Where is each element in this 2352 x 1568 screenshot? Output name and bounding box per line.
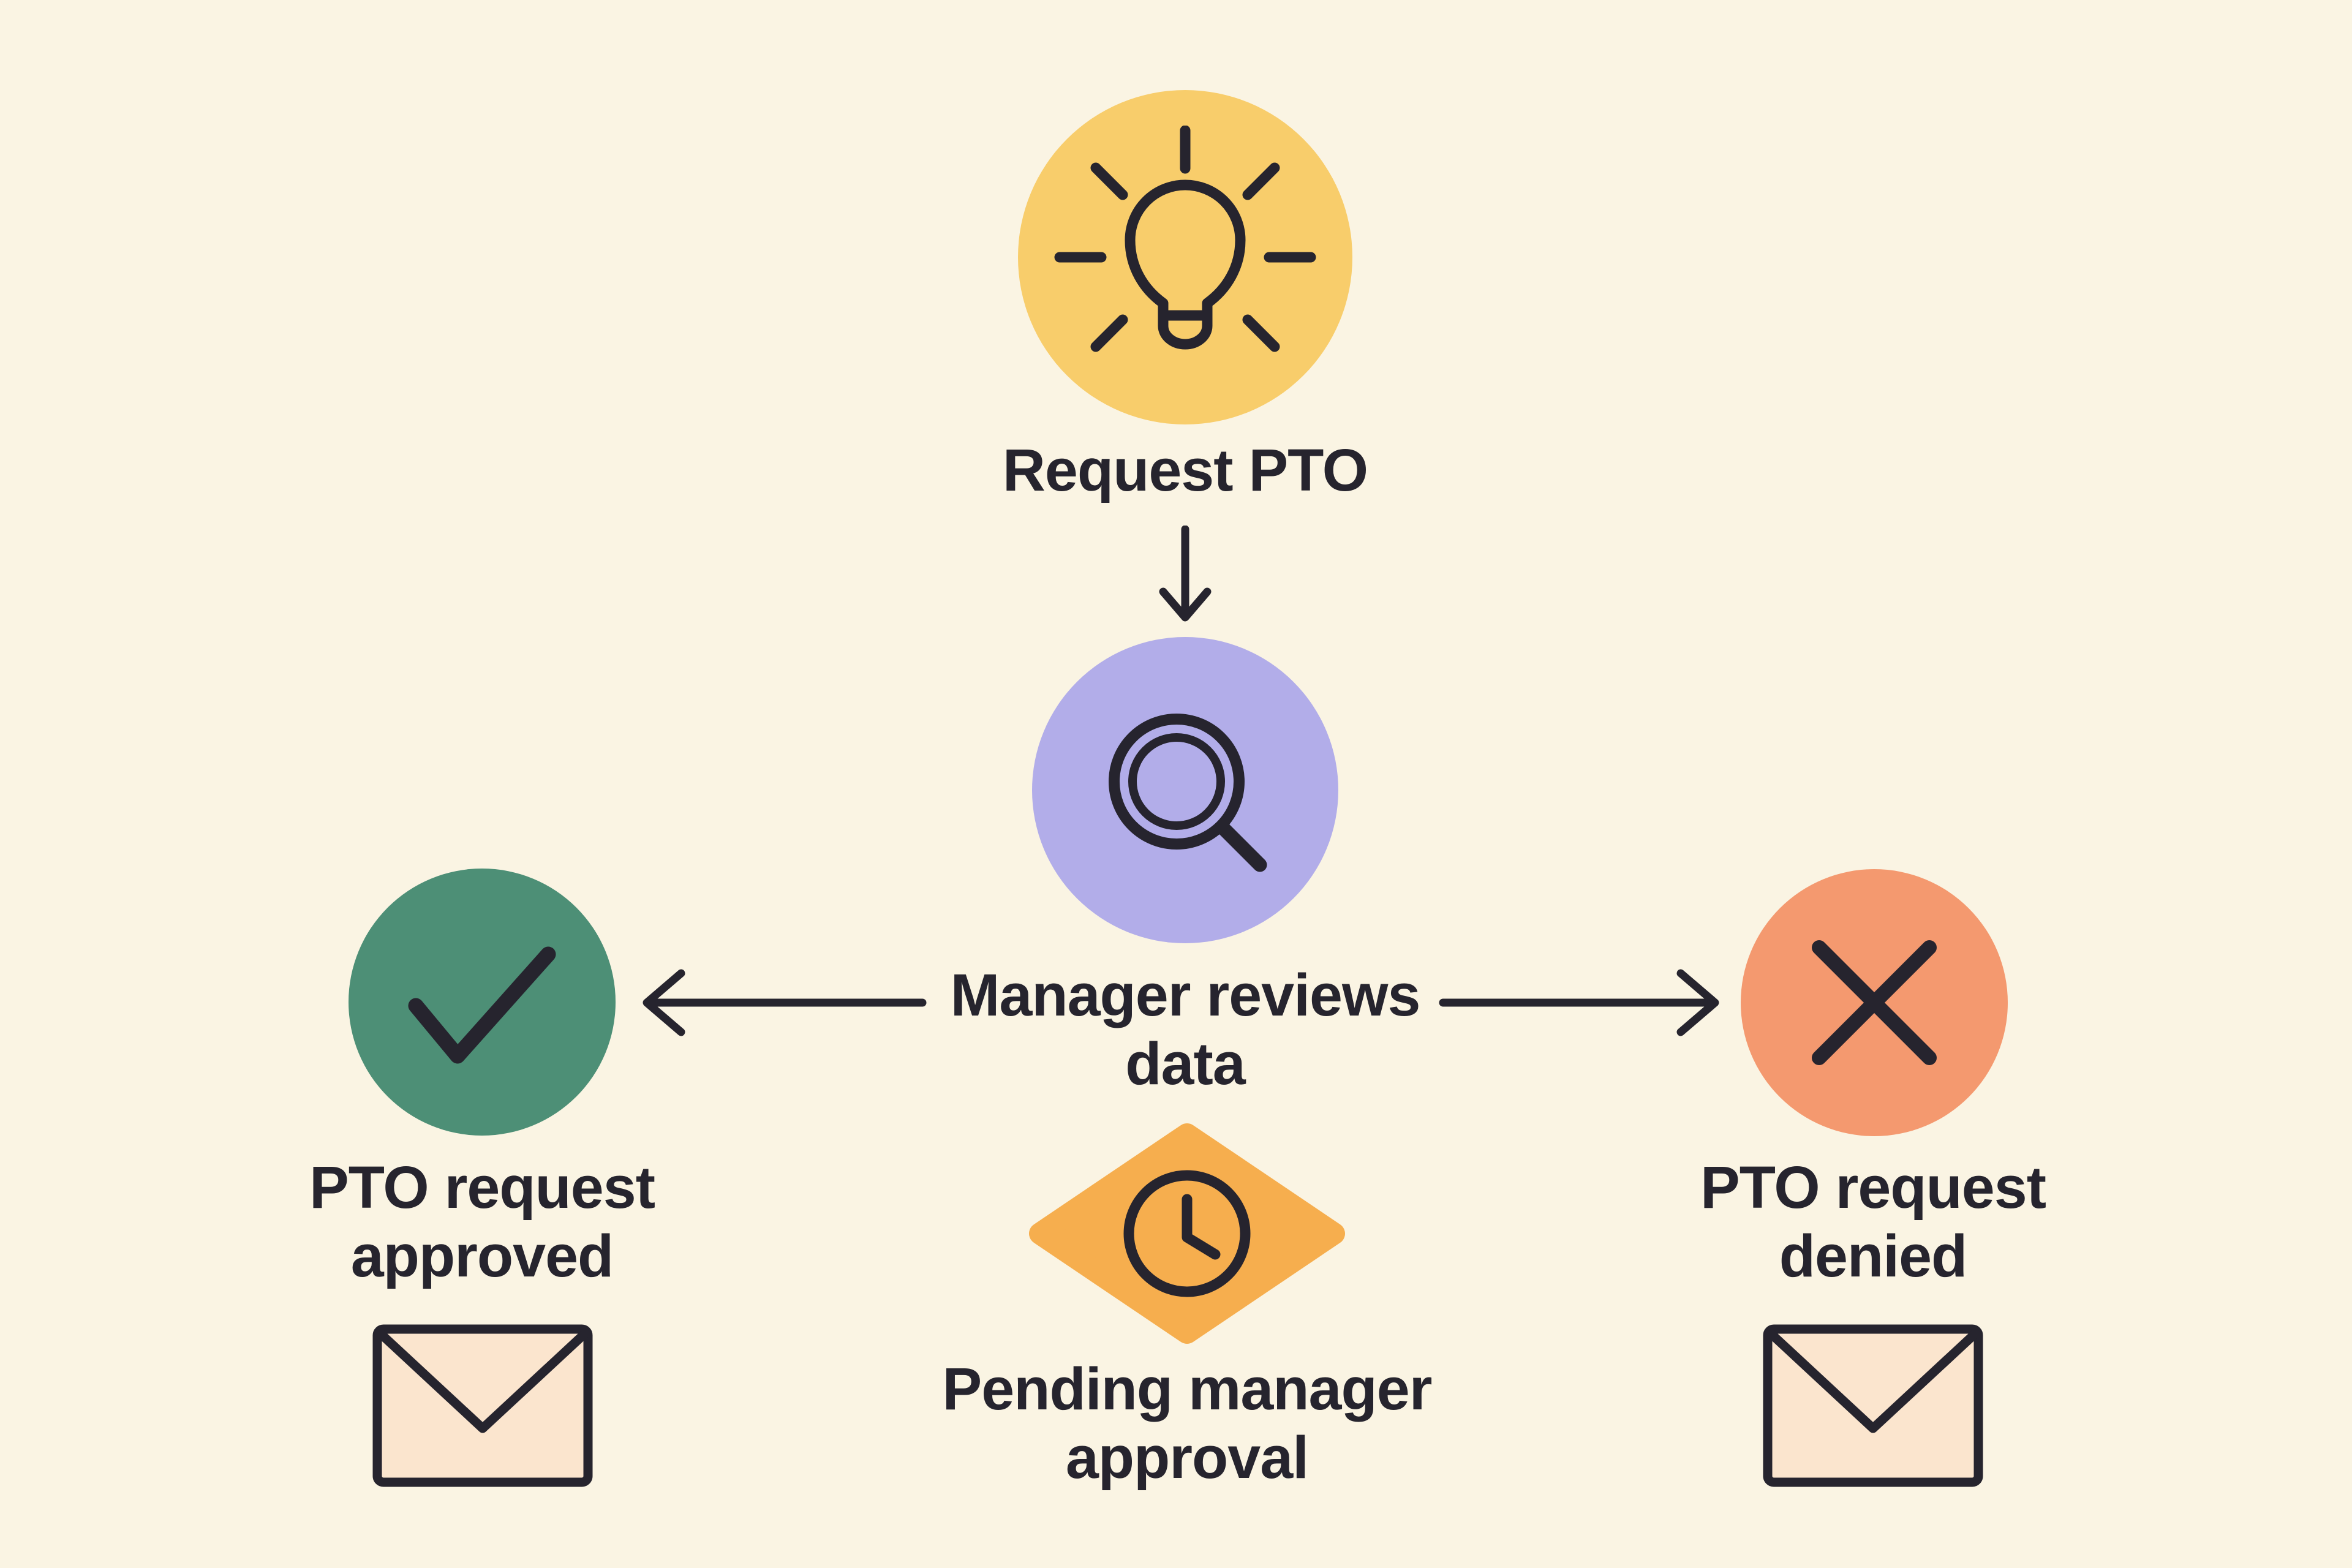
pending-label: Pending manager approval (850, 1355, 1524, 1492)
envelope-icon (372, 1324, 593, 1487)
check-stroke (408, 946, 556, 1064)
denied-label-line2: denied (1779, 1223, 1968, 1289)
pending-label-line1: Pending manager (942, 1355, 1433, 1422)
node-manager-reviews (1032, 637, 1338, 943)
x-strokes (1812, 940, 1937, 1065)
node-request-pto (1018, 90, 1352, 424)
envelope-flap (376, 1329, 589, 1433)
node-approved (349, 869, 616, 1136)
manager-reviews-label-line1: Manager reviews (950, 962, 1421, 1028)
manager-reviews-label-line2: data (1125, 1030, 1245, 1097)
arrow-left-review-to-approved (643, 969, 927, 1036)
approved-label-line1: PTO request (309, 1154, 655, 1221)
envelope-body (372, 1324, 593, 1487)
request-pto-label-text: Request PTO (1002, 437, 1368, 503)
manager-reviews-label: Manager reviews data (848, 961, 1522, 1098)
arrow-right-strokes (1439, 969, 1719, 1036)
envelope-body (1763, 1324, 1983, 1487)
envelope-icon (1763, 1324, 1983, 1487)
arrow-right-review-to-denied (1439, 969, 1719, 1036)
clock-face (1123, 1170, 1251, 1297)
check-icon (408, 946, 556, 1064)
lightbulb-strokes (1054, 126, 1316, 352)
denied-label-line1: PTO request (1700, 1154, 2046, 1221)
clock-icon (1123, 1170, 1251, 1297)
approved-label-line2: approved (350, 1223, 614, 1289)
x-icon (1812, 940, 1937, 1065)
magnifier-strokes (1109, 714, 1267, 872)
magnifier-icon (1109, 714, 1267, 872)
node-denied (1741, 869, 2008, 1136)
envelope-flap (1766, 1329, 1980, 1433)
request-pto-label: Request PTO (848, 436, 1522, 505)
denied-label: PTO request denied (1597, 1153, 2149, 1291)
arrow-down-strokes (1159, 526, 1212, 622)
pending-label-line2: approval (1065, 1424, 1309, 1491)
lightbulb-icon (1054, 126, 1316, 352)
arrow-down-request-to-review (1159, 526, 1212, 622)
approved-label: PTO request approved (206, 1153, 758, 1291)
node-pending-diamond (1029, 1123, 1345, 1344)
arrow-left-strokes (643, 969, 927, 1036)
clock-hands (1182, 1194, 1221, 1260)
